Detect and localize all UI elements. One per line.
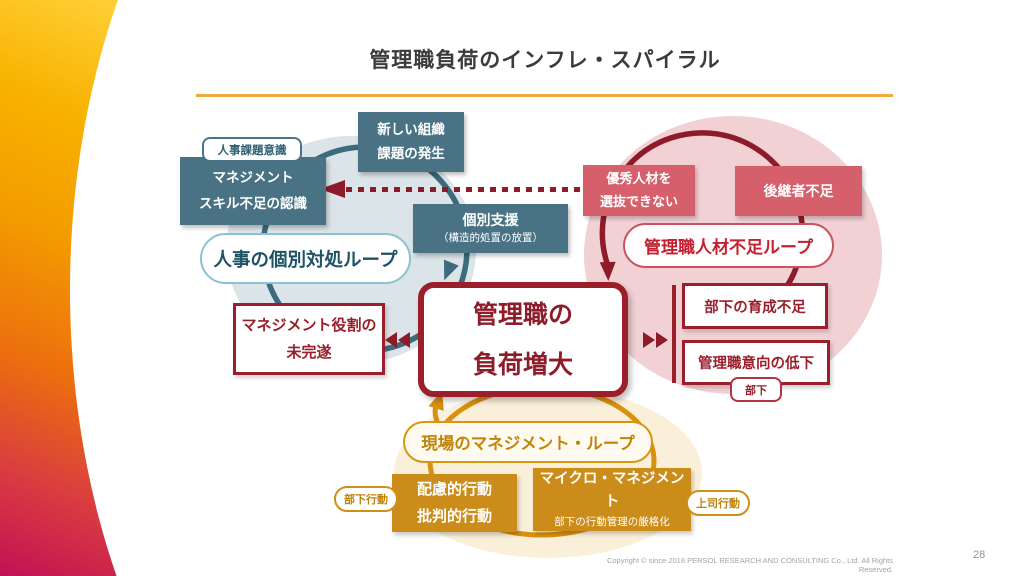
left-chevron-icon — [385, 332, 397, 348]
genba-loop-label: 現場のマネジメント・ループ — [421, 435, 635, 453]
unfulfilled-line1: マネジメント役割の — [241, 317, 377, 334]
new-issue-line2: 課題の発生 — [377, 146, 445, 161]
select-line1: 優秀人材を — [606, 171, 672, 187]
page-number: 28 — [973, 549, 986, 561]
subordinate-behavior-tag: 部下行動 — [334, 486, 398, 512]
subordinate-development-shortage-box: 部下の育成不足 — [682, 283, 828, 329]
unfulfilled-line2: 未完遂 — [286, 344, 332, 361]
subordinate-behavior-label: 部下行動 — [344, 494, 388, 506]
left-gradient-decoration — [0, 0, 135, 576]
management-role-unfulfilled-box: マネジメント役割の 未完遂 — [233, 303, 385, 375]
hr-loop-label-pill: 人事の個別対処ループ — [200, 233, 411, 284]
skill-box-line1: マネジメント — [212, 170, 294, 186]
right-chevron-icon — [643, 332, 655, 348]
new-org-issue-box: 新しい組織 課題の発生 — [358, 112, 464, 172]
support-title: 個別支援 — [462, 212, 519, 229]
new-issue-line1: 新しい組織 — [377, 121, 445, 137]
manager-load-increase-box: 管理職の 負荷増大 — [418, 282, 628, 397]
left-chevron-icon — [398, 332, 410, 348]
individual-support-box: 個別支援 （構造的処置の放置） — [413, 204, 568, 253]
center-line1: 管理職の — [472, 300, 573, 329]
center-line2: 負荷増大 — [472, 350, 573, 379]
micro-title: マイクロ・マネジメント — [539, 470, 685, 511]
shortage-loop-label-pill: 管理職人材不足ループ — [623, 223, 834, 268]
successor-label: 後継者不足 — [763, 183, 834, 199]
title-underline — [196, 94, 893, 97]
considerate-critical-behavior-box: 配慮的行動 批判的行動 — [392, 474, 517, 532]
micro-note: 部下の行動管理の厳格化 — [554, 516, 670, 529]
subordinate-tag: 部下 — [730, 377, 782, 402]
boss-behavior-tag: 上司行動 — [686, 490, 750, 516]
right-bracket-line — [672, 285, 676, 383]
dashed-feedback-arrow-line — [346, 187, 585, 192]
dev-shortage-label: 部下の育成不足 — [704, 299, 806, 316]
right-chevron-icon — [656, 332, 668, 348]
hr-loop-arrowhead-icon — [443, 259, 459, 281]
cannot-select-talent-box: 優秀人材を 選抜できない — [583, 165, 695, 216]
hr-issue-awareness-tag: 人事課題意識 — [202, 137, 302, 162]
management-skill-shortage-box: マネジメント スキル不足の認識 — [180, 157, 326, 225]
hr-issue-awareness-label: 人事課題意識 — [217, 144, 287, 157]
behavior-line1: 配慮的行動 — [416, 481, 492, 498]
select-line2: 選抜できない — [599, 193, 678, 209]
hr-loop-label: 人事の個別対処ループ — [213, 248, 398, 270]
copyright-text: Copyright © since 2018 PERSOL RESEARCH A… — [606, 556, 893, 574]
page-title: 管理職負荷のインフレ・スパイラル — [369, 49, 721, 72]
shortage-loop-label: 管理職人材不足ループ — [644, 238, 813, 257]
support-note: （構造的処置の放置） — [438, 232, 543, 245]
successor-shortage-box: 後継者不足 — [735, 166, 862, 216]
behavior-line2: 批判的行動 — [416, 508, 492, 525]
motivation-decline-label: 管理職意向の低下 — [698, 356, 814, 372]
genba-loop-label-pill: 現場のマネジメント・ループ — [403, 421, 653, 463]
dashed-feedback-arrowhead-icon — [320, 180, 345, 198]
skill-box-line2: スキル不足の認識 — [199, 196, 307, 211]
boss-behavior-label: 上司行動 — [696, 498, 740, 510]
subordinate-tag-label: 部下 — [745, 384, 767, 397]
micro-management-box: マイクロ・マネジメント 部下の行動管理の厳格化 — [533, 468, 691, 531]
shortage-loop-arrowhead-icon — [599, 261, 616, 281]
